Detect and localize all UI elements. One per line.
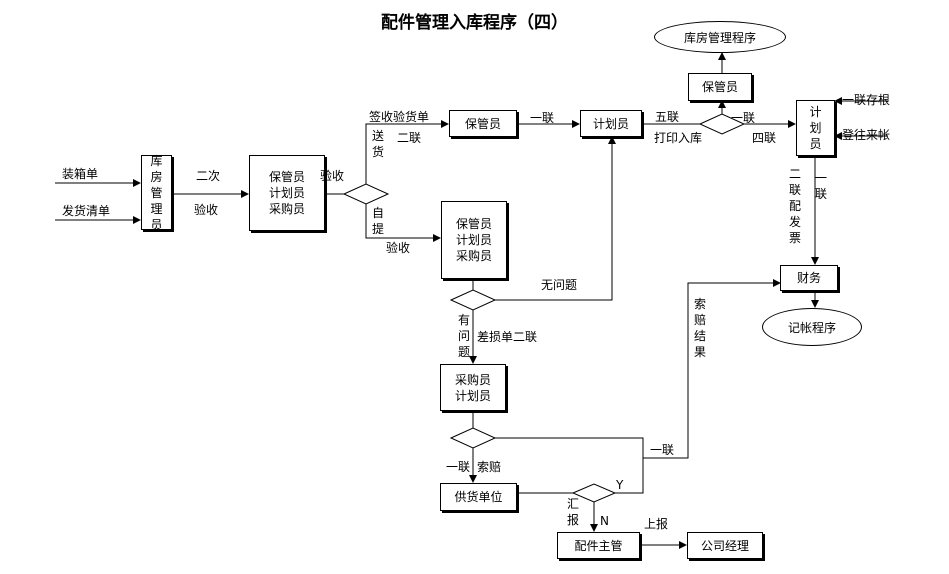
supplier-label: 供货单位 bbox=[454, 490, 503, 504]
parts-manager-label: 配件主管 bbox=[574, 538, 623, 553]
node-keeper-b: 保管员 bbox=[688, 73, 752, 101]
arrow-pickup-to-group-b bbox=[365, 204, 441, 242]
label-deliver-vertical: 送货 bbox=[371, 129, 384, 159]
label-invoice-vertical: 二联配发票 bbox=[788, 167, 801, 245]
node-warehouse-program: 库房管理程序 bbox=[654, 21, 786, 53]
label-first-copy-1: 一联 bbox=[530, 111, 555, 125]
label-stub-first-copy: 一联存根 bbox=[842, 93, 891, 107]
node-keeper-a: 保管员 bbox=[449, 110, 517, 137]
group-b-buyer: 采购员 bbox=[455, 249, 492, 263]
decision-diamond-problem bbox=[449, 289, 497, 311]
label-first-copy-2: 一联 bbox=[731, 111, 756, 125]
label-first-copy-vertical: 一联 bbox=[814, 171, 827, 201]
decision-diamond-claim bbox=[449, 427, 497, 449]
line-yes bbox=[615, 458, 644, 494]
label-check-accept-2: 验收 bbox=[320, 169, 345, 183]
node-warehouse-manager-text: 库房管理员 bbox=[150, 153, 163, 232]
node-warehouse-manager: 库房管理员 bbox=[141, 153, 172, 232]
label-claim-result-vertical: 索赔结果 bbox=[693, 297, 706, 359]
node-accounting-program: 记帐程序 bbox=[762, 308, 862, 346]
label-print-stock-in: 打印入库 bbox=[654, 131, 703, 145]
label-check-accept-3: 验收 bbox=[386, 241, 411, 255]
label-fourth-copy: 四联 bbox=[752, 131, 777, 145]
group-b-planner: 计划员 bbox=[455, 233, 492, 247]
accounting-program-label: 记帐程序 bbox=[787, 320, 836, 335]
node-planner-b-text: 计划员 bbox=[809, 105, 822, 151]
group-b-keeper: 保管员 bbox=[455, 217, 492, 231]
keeper-b-label: 保管员 bbox=[701, 80, 738, 94]
group-a-keeper: 保管员 bbox=[268, 170, 305, 184]
label-packing-list: 装箱单 bbox=[62, 167, 99, 181]
label-yes: Y bbox=[616, 478, 624, 492]
label-report-up: 上报 bbox=[644, 517, 669, 531]
node-planner-a: 计划员 bbox=[580, 110, 642, 137]
arrow-deliver-to-keeper bbox=[365, 120, 449, 184]
label-loss-form: 差损单二联 bbox=[477, 330, 538, 344]
decision-diamond-delivery bbox=[342, 183, 390, 205]
arrow-claim-result bbox=[495, 279, 781, 459]
label-has-problem-vertical: 有问题 bbox=[457, 313, 470, 359]
page-title: 配件管理入库程序（四） bbox=[381, 13, 568, 33]
node-finance: 财务 bbox=[780, 265, 838, 291]
company-manager-label: 公司经理 bbox=[700, 538, 749, 553]
node-planner-b: 计划员 bbox=[796, 100, 835, 156]
arrow-no-problem bbox=[495, 136, 616, 301]
group-a-planner: 计划员 bbox=[268, 186, 305, 200]
label-check-accept-1: 验收 bbox=[194, 203, 219, 217]
group-a-buyer: 采购员 bbox=[268, 202, 305, 216]
group-c-planner: 计划员 bbox=[454, 388, 491, 403]
node-group-b: 保管员 计划员 采购员 bbox=[441, 201, 507, 279]
label-second-time: 二次 bbox=[196, 169, 221, 183]
label-summary-report-vertical: 汇报 bbox=[566, 497, 579, 527]
group-c-buyer: 采购员 bbox=[454, 372, 491, 387]
label-no-problem: 无问题 bbox=[541, 278, 578, 292]
planner-a-label: 计划员 bbox=[592, 116, 629, 131]
label-fifth-copy: 五联 bbox=[655, 110, 680, 124]
node-supplier: 供货单位 bbox=[440, 483, 517, 511]
label-claim: 索赔 bbox=[477, 460, 502, 474]
label-first-copy-4: 一联 bbox=[446, 460, 471, 474]
label-second-copy-1: 二联 bbox=[397, 131, 422, 145]
node-group-a: 保管员 计划员 采购员 bbox=[249, 155, 325, 231]
finance-label: 财务 bbox=[796, 271, 821, 285]
label-no: N bbox=[600, 514, 609, 528]
label-register-accounts: 登往来帐 bbox=[842, 128, 891, 142]
node-group-c: 采购员 计划员 bbox=[440, 364, 506, 411]
label-self-pickup-vertical: 自提 bbox=[371, 206, 384, 236]
warehouse-program-label: 库房管理程序 bbox=[683, 30, 756, 45]
label-first-copy-3: 一联 bbox=[650, 443, 675, 457]
node-company-manager: 公司经理 bbox=[687, 532, 763, 559]
keeper-a-label: 保管员 bbox=[464, 116, 501, 131]
label-sign-receipt: 签收验货单 bbox=[369, 110, 430, 124]
node-parts-manager: 配件主管 bbox=[557, 532, 640, 559]
label-delivery-list: 发货清单 bbox=[62, 204, 111, 218]
